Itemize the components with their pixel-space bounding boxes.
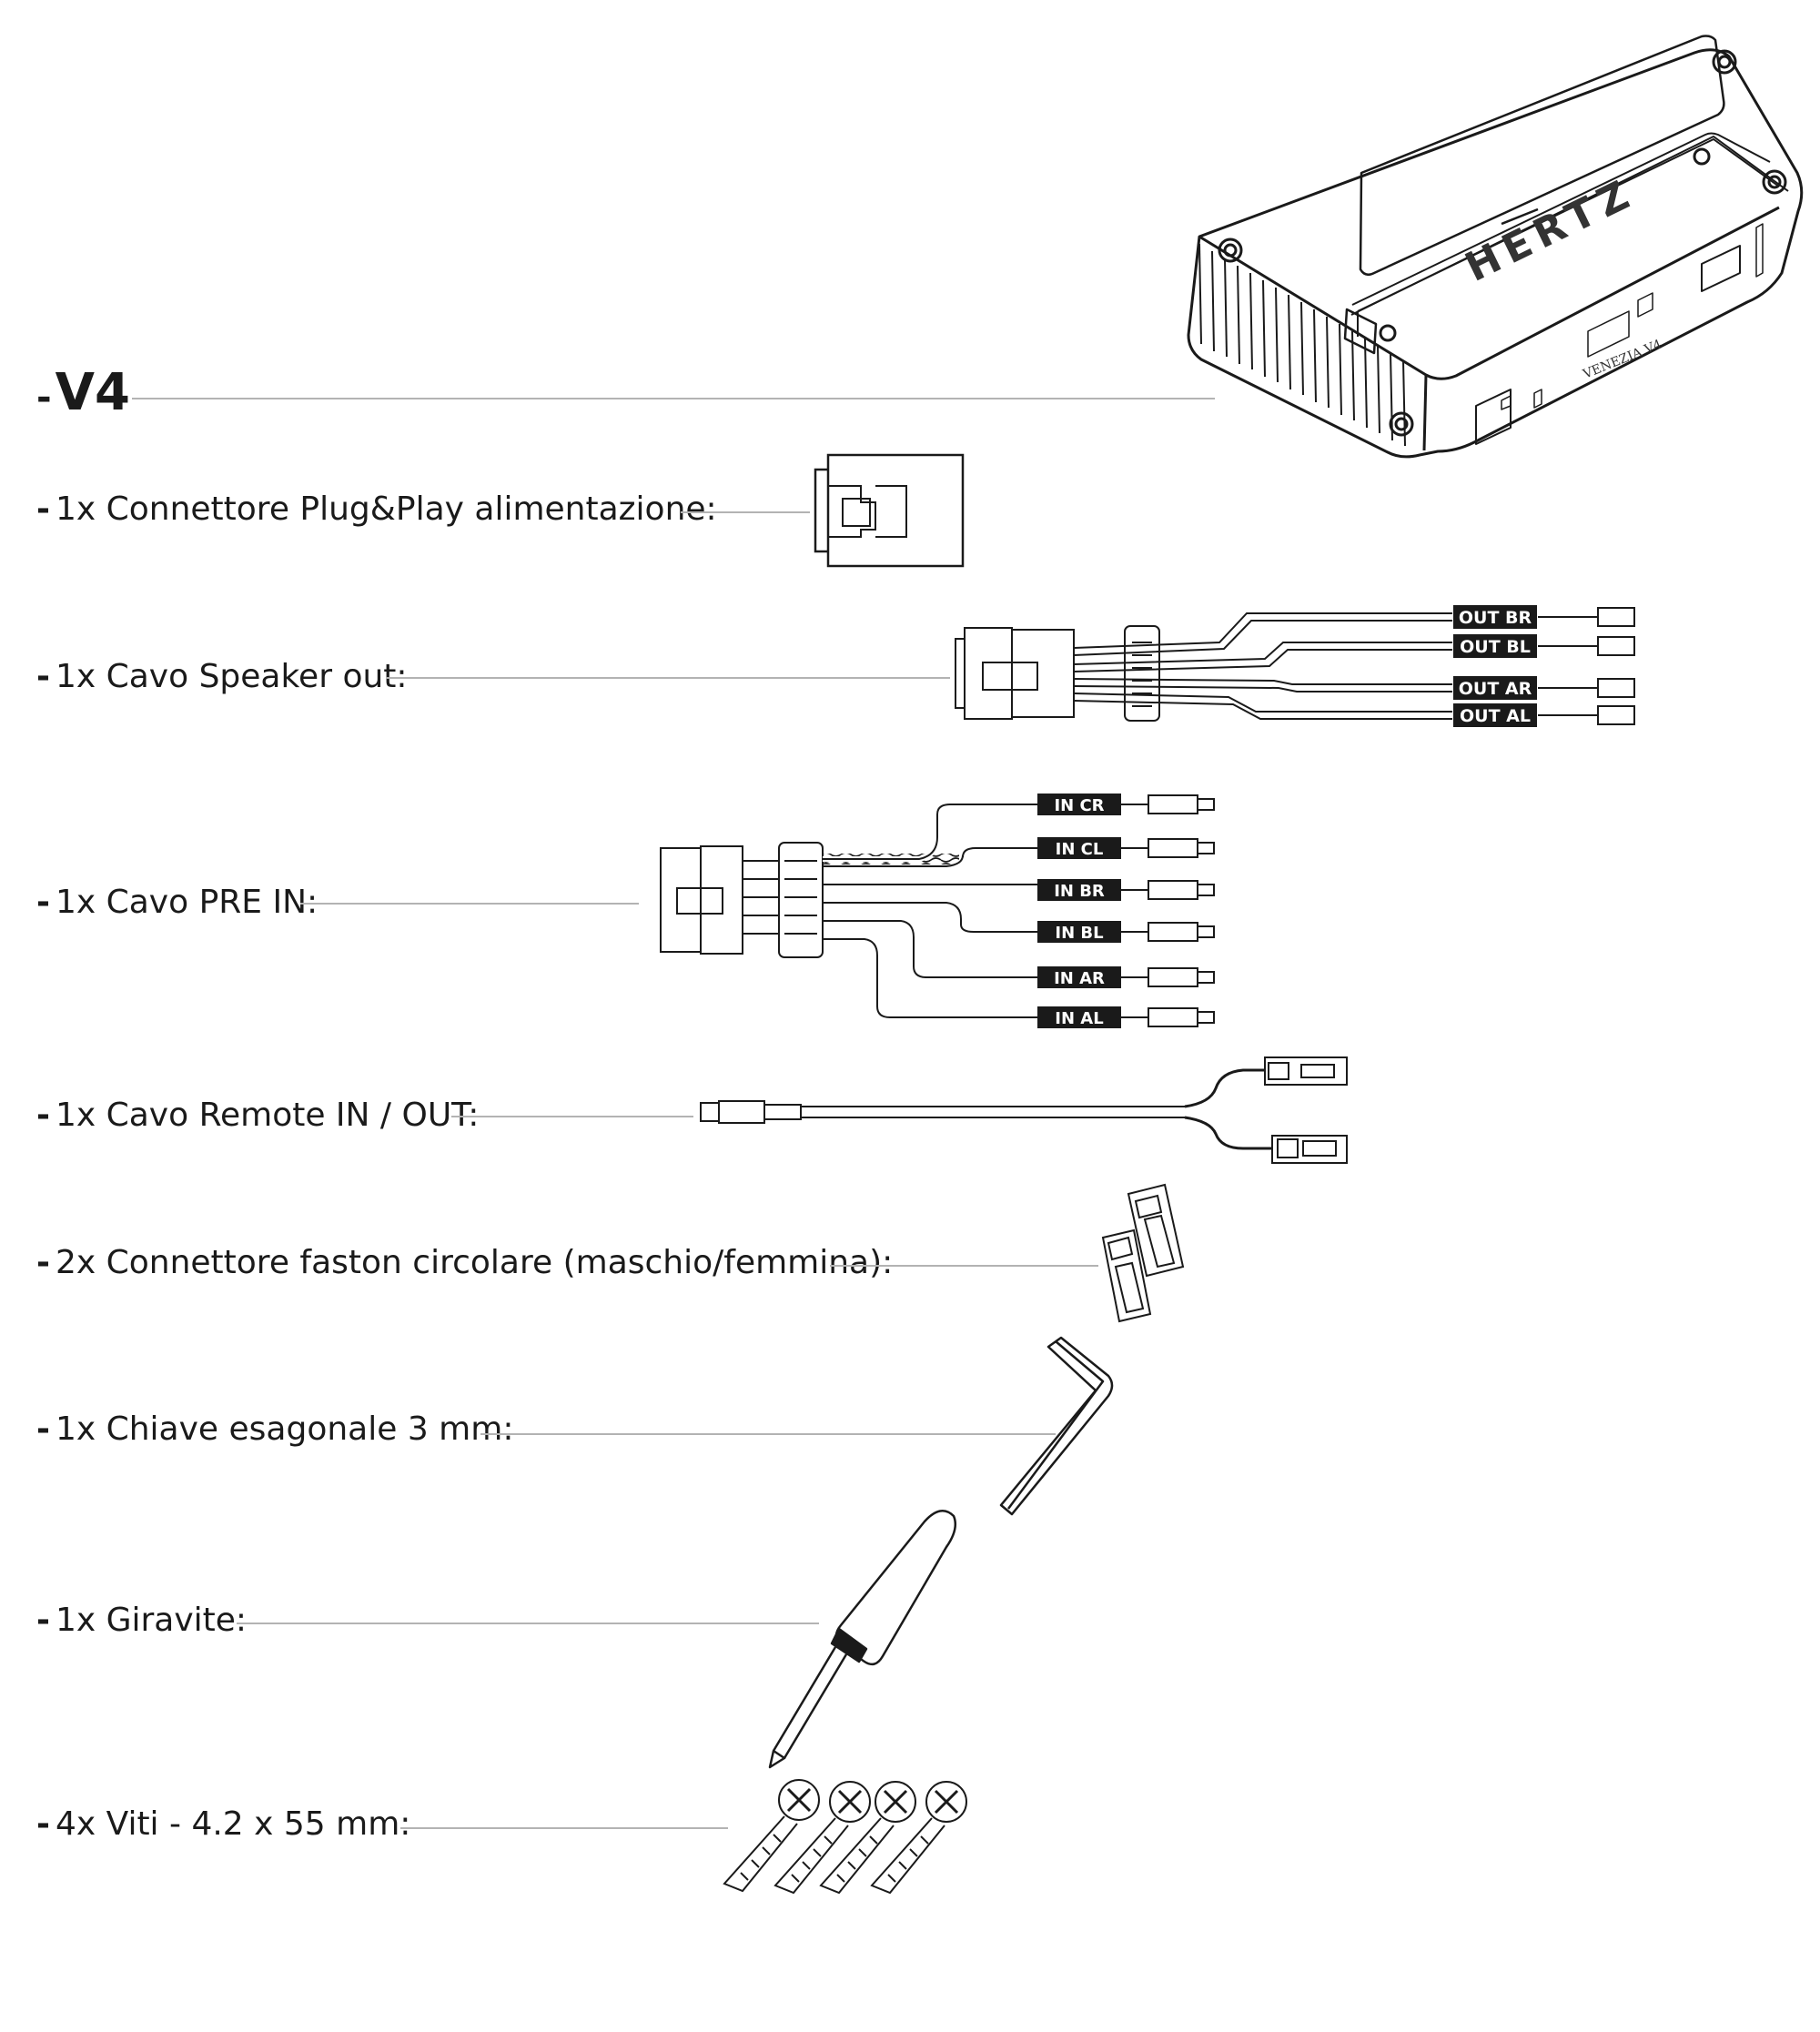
label-out-al: OUT AL bbox=[1460, 706, 1531, 726]
label-tag bbox=[1037, 794, 1121, 815]
pre-in-cable-illustration bbox=[660, 802, 1037, 1018]
label-out-ar: OUT AR bbox=[1459, 679, 1532, 699]
hex-key-icon bbox=[999, 1336, 1114, 1516]
speaker-out-plugs bbox=[1538, 607, 1635, 725]
remote-cable-illustration bbox=[700, 1056, 1348, 1164]
label-tag bbox=[1453, 605, 1537, 629]
model-name: V4 bbox=[55, 363, 130, 422]
label-tag bbox=[1037, 879, 1121, 901]
power-connector-illustration bbox=[814, 453, 965, 568]
item-remote-cable: -1x Cavo Remote IN / OUT: bbox=[36, 1097, 480, 1134]
item-speaker-out-cable: -1x Cavo Speaker out: bbox=[36, 658, 408, 695]
label-in-bl: IN BL bbox=[1055, 924, 1103, 943]
item-label: 1x Cavo Speaker out: bbox=[55, 658, 408, 695]
leader-line bbox=[480, 1433, 1056, 1435]
screw-icon bbox=[723, 1779, 820, 1893]
leader-line bbox=[830, 1265, 1098, 1267]
section-title: -V4 bbox=[36, 364, 130, 427]
label-tag bbox=[1453, 634, 1537, 658]
amplifier-illustration bbox=[1187, 35, 1804, 459]
label-in-ar: IN AR bbox=[1054, 969, 1105, 988]
leader-line bbox=[237, 1623, 819, 1624]
title-dash: - bbox=[36, 377, 52, 419]
title-leader-line bbox=[132, 398, 1215, 399]
item-screws: -4x Viti - 4.2 x 55 mm: bbox=[36, 1805, 411, 1843]
label-tag bbox=[1037, 966, 1121, 988]
label-tag bbox=[1037, 837, 1121, 859]
label-tag bbox=[1453, 703, 1537, 727]
item-label: 1x Giravite: bbox=[55, 1602, 248, 1639]
screwdriver-icon bbox=[768, 1510, 956, 1769]
leader-line bbox=[400, 1827, 728, 1829]
speaker-out-cable-illustration bbox=[955, 612, 1452, 722]
label-tag bbox=[1453, 676, 1537, 700]
item-faston-connector: -2x Connettore faston circolare (maschio… bbox=[36, 1244, 894, 1281]
item-hex-key: -1x Chiave esagonale 3 mm: bbox=[36, 1410, 514, 1448]
item-power-connector: -1x Connettore Plug&Play alimentazione: bbox=[36, 490, 717, 528]
faston-connectors-illustration bbox=[1101, 1183, 1185, 1323]
item-label: 1x Cavo Remote IN / OUT: bbox=[55, 1097, 480, 1134]
leader-line bbox=[681, 511, 810, 513]
label-in-br: IN BR bbox=[1054, 882, 1105, 901]
item-screwdriver: -1x Giravite: bbox=[36, 1602, 248, 1639]
label-in-al: IN AL bbox=[1055, 1009, 1103, 1028]
label-tag bbox=[1037, 921, 1121, 943]
label-out-bl: OUT BL bbox=[1460, 637, 1531, 657]
brand-logo: HERTZ bbox=[1458, 169, 1643, 291]
screw-icon bbox=[774, 1781, 871, 1895]
screw-icon bbox=[819, 1781, 916, 1895]
screws-illustration bbox=[723, 1779, 967, 1895]
item-pre-in-cable: -1x Cavo PRE IN: bbox=[36, 884, 318, 921]
leader-line bbox=[300, 903, 639, 905]
item-label: 1x Chiave esagonale 3 mm: bbox=[55, 1410, 514, 1448]
pre-in-labels: IN CR IN CL IN BR IN BL IN AR IN AL bbox=[1037, 794, 1121, 1028]
screw-icon bbox=[870, 1781, 967, 1895]
model-mark: VENEZIA V4 bbox=[1581, 338, 1664, 383]
item-label: 2x Connettore faston circolare (maschio/… bbox=[55, 1244, 894, 1281]
speaker-out-labels: OUT BR OUT BL OUT AR OUT AL bbox=[1453, 605, 1537, 727]
leader-line bbox=[386, 677, 950, 679]
label-in-cr: IN CR bbox=[1054, 796, 1104, 815]
item-label: 1x Connettore Plug&Play alimentazione: bbox=[55, 490, 717, 528]
item-label: 4x Viti - 4.2 x 55 mm: bbox=[55, 1805, 411, 1843]
leader-line bbox=[451, 1116, 693, 1117]
label-in-cl: IN CL bbox=[1056, 840, 1104, 859]
label-out-br: OUT BR bbox=[1459, 608, 1532, 628]
item-label: 1x Cavo PRE IN: bbox=[55, 884, 318, 921]
pre-in-rca-plugs bbox=[1121, 794, 1215, 1027]
label-tag bbox=[1037, 1006, 1121, 1028]
